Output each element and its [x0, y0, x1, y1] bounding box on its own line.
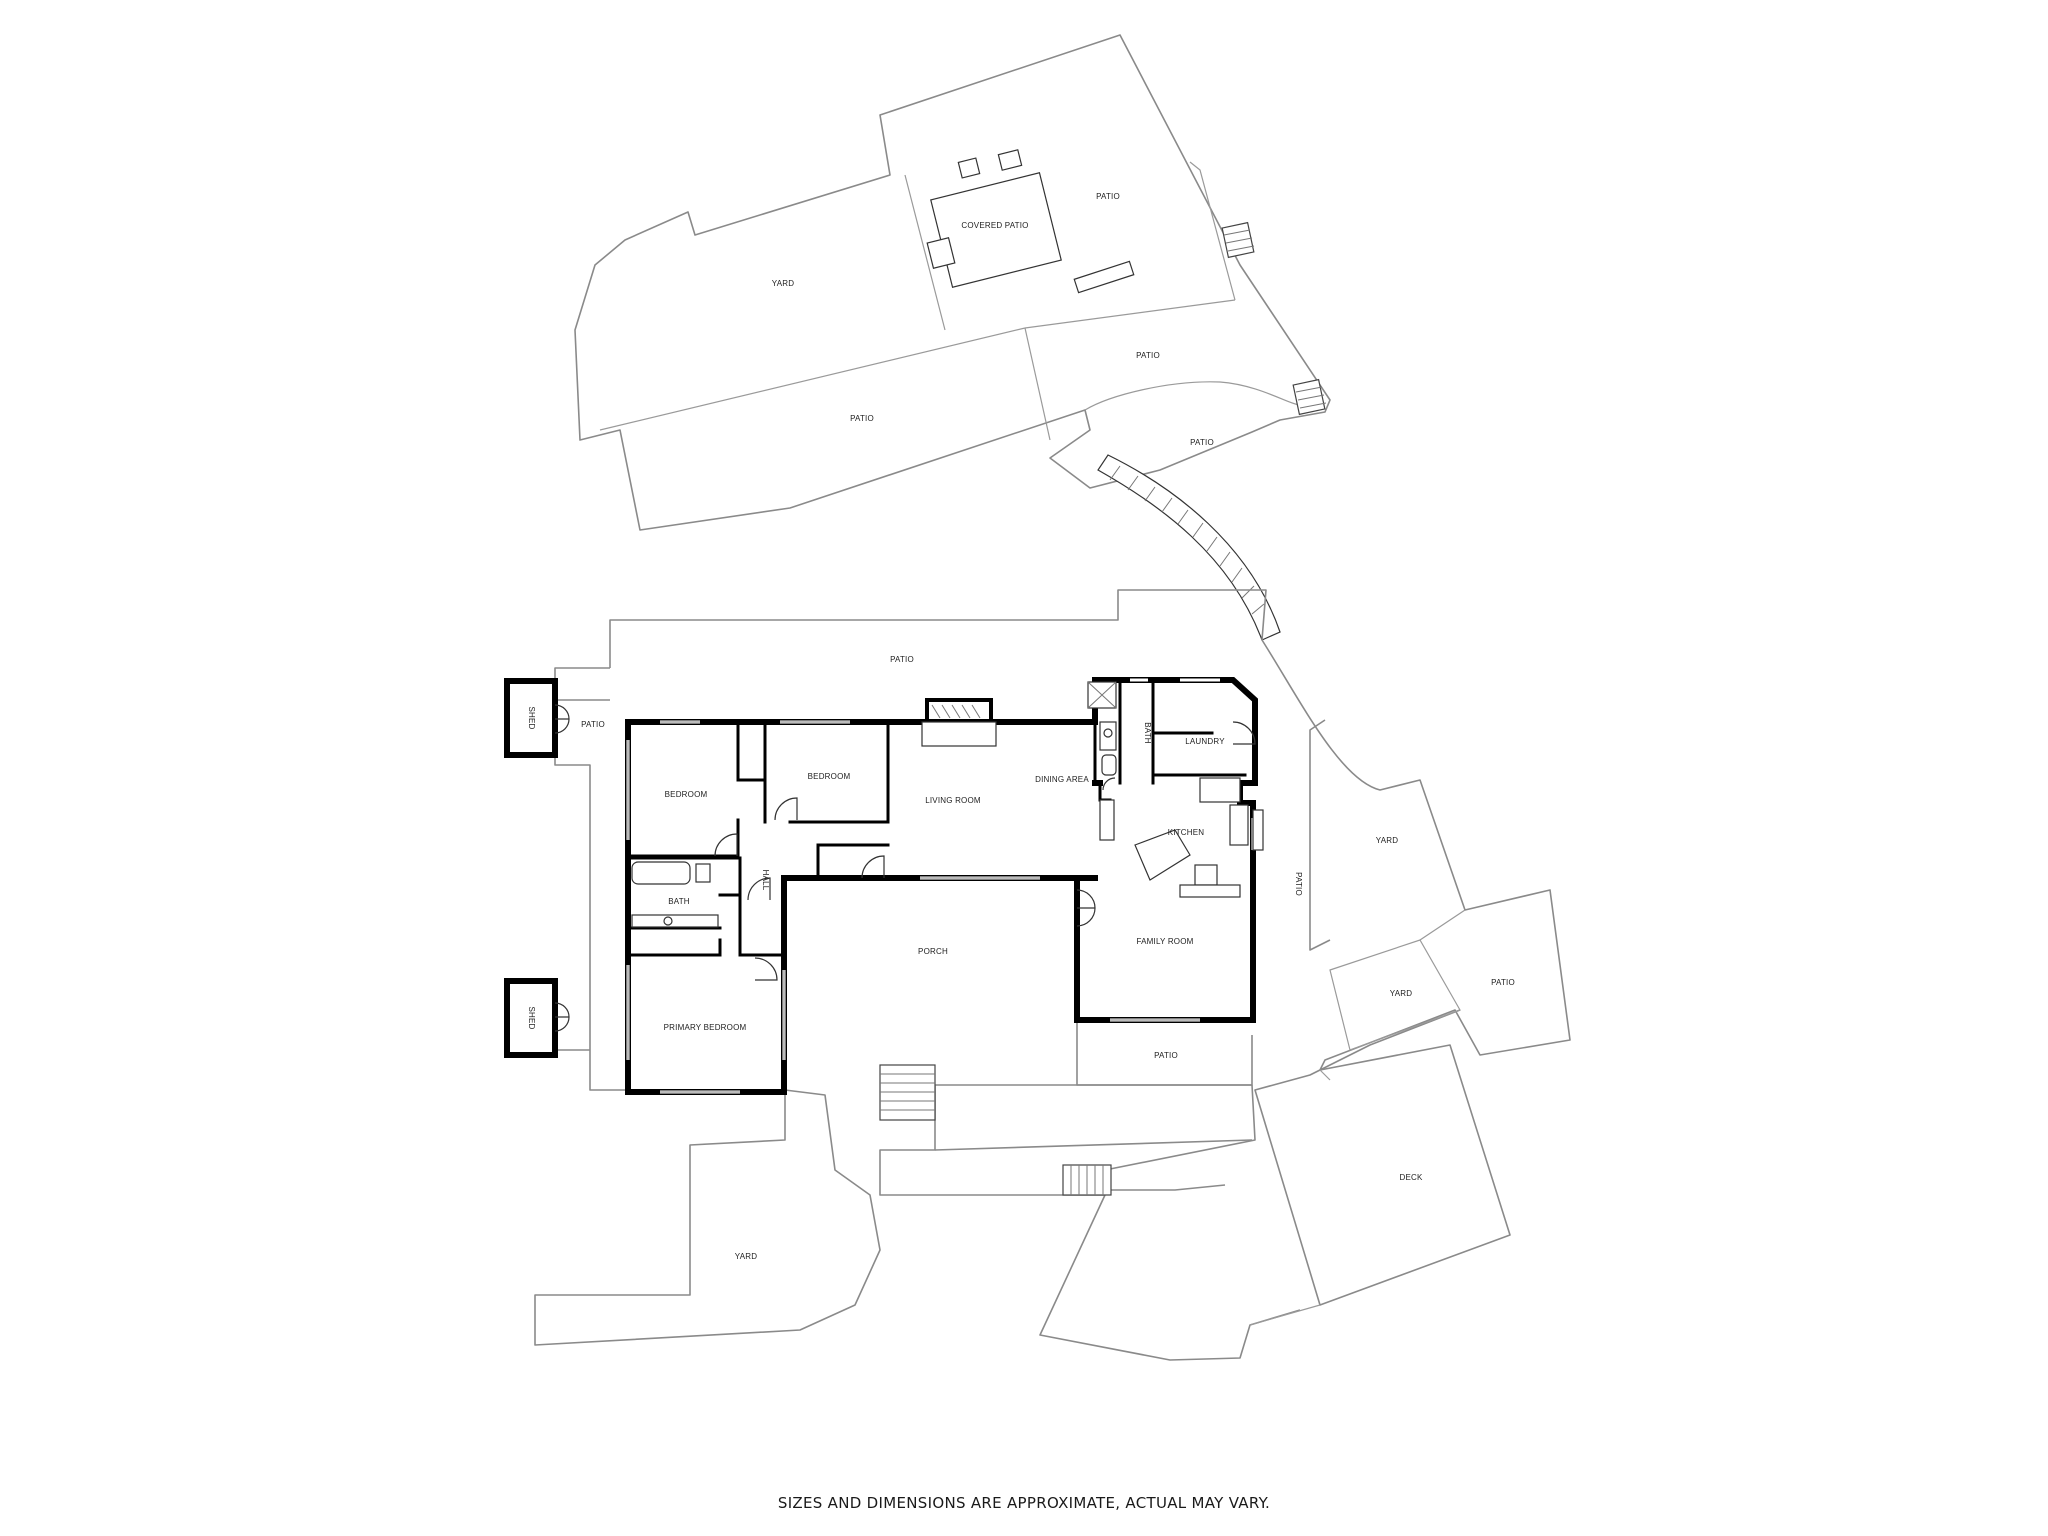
label-patio-bottom: PATIO	[1154, 1051, 1178, 1060]
label-bath-right: BATH	[1143, 722, 1152, 744]
interior-walls	[626, 678, 1247, 957]
bath-fixtures	[631, 681, 1117, 928]
lower-stairs	[879, 1064, 1112, 1196]
label-patio-upper-big: PATIO	[850, 414, 874, 423]
label-covered-patio: COVERED PATIO	[961, 221, 1028, 230]
label-patio-house-top: PATIO	[890, 655, 914, 664]
label-family-room: FAMILY ROOM	[1136, 937, 1193, 946]
label-shed-bottom: SHED	[527, 1006, 536, 1029]
label-dining-area: DINING AREA	[1035, 775, 1089, 784]
fireplace	[921, 698, 997, 747]
label-deck: DECK	[1399, 1173, 1422, 1182]
windows	[626, 678, 1255, 1094]
upper-stairs	[1221, 221, 1327, 416]
label-bath-left: BATH	[668, 897, 690, 906]
label-kitchen: KITCHEN	[1168, 828, 1205, 837]
disclaimer-text: SIZES AND DIMENSIONS ARE APPROXIMATE, AC…	[777, 1494, 1271, 1512]
label-yard-right: YARD	[1376, 836, 1398, 845]
label-hall: HALL	[761, 870, 770, 891]
label-laundry: LAUNDRY	[1185, 737, 1225, 746]
upper-outdoor-outlines	[574, 34, 1331, 531]
label-porch: PORCH	[918, 947, 948, 956]
house-surround-outlines	[534, 589, 1571, 1361]
label-yard-right-low: YARD	[1390, 989, 1412, 998]
kitchen-fixtures	[1099, 777, 1264, 898]
label-patio-top-mid: PATIO	[1136, 351, 1160, 360]
label-living-room: LIVING ROOM	[925, 796, 981, 805]
label-patio-right-small: PATIO	[1190, 438, 1214, 447]
label-bedroom-left: BEDROOM	[665, 790, 708, 799]
covered-patio-structure	[926, 149, 1135, 294]
doors	[714, 721, 1256, 981]
label-patio-top-right: PATIO	[1096, 192, 1120, 201]
label-yard-bottom: YARD	[735, 1252, 757, 1261]
label-patio-right-low: PATIO	[1491, 978, 1515, 987]
label-patio-side: PATIO	[1294, 872, 1303, 896]
curved-walkway	[1097, 454, 1281, 641]
label-shed-top: SHED	[527, 706, 536, 729]
label-patio-shed: PATIO	[581, 720, 605, 729]
room-labels: COVERED PATIO PATIO YARD PATIO PATIO PAT…	[527, 192, 1515, 1261]
label-bedroom-mid: BEDROOM	[808, 772, 851, 781]
label-yard-top: YARD	[772, 279, 794, 288]
label-primary-bedroom: PRIMARY BEDROOM	[664, 1023, 747, 1032]
sheds	[504, 678, 570, 1058]
